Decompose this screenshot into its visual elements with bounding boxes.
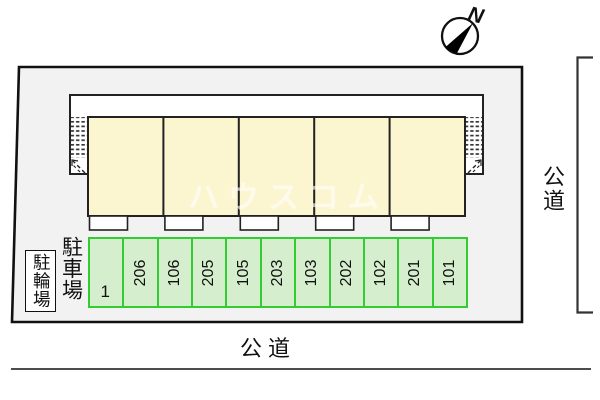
parking-space: 101: [431, 237, 468, 308]
parking-lot-label: 駐車場: [59, 236, 83, 301]
parking-space: 106: [156, 237, 194, 308]
road-line-right: [576, 56, 593, 314]
road-label-right: 公道: [540, 165, 565, 213]
parking-space-number: 203: [268, 259, 286, 286]
parking-space-number: 102: [372, 259, 390, 286]
parking-space-number: 106: [165, 259, 183, 286]
bicycle-parking-label-box: 駐輪場: [25, 250, 56, 312]
road-label-bottom: 公道: [240, 336, 297, 361]
compass-needle: [445, 23, 473, 54]
bicycle-parking-label: 駐輪場: [31, 253, 52, 309]
entrance-porches: [88, 215, 430, 231]
parking-space-number: 206: [131, 259, 149, 286]
parking-space: 203: [259, 237, 297, 308]
building-units: [87, 116, 466, 217]
parking-space: 103: [294, 237, 331, 308]
parking-space: 1: [88, 237, 125, 308]
parking-space: 206: [122, 237, 159, 308]
parking-space-number: 205: [200, 259, 218, 286]
parking-space: 202: [328, 237, 365, 308]
parking-space-number: 201: [406, 259, 424, 286]
parking-space: 105: [225, 237, 262, 308]
parking-space: 102: [362, 237, 400, 308]
parking-space: 201: [397, 237, 434, 308]
parking-space-number: 202: [337, 259, 355, 286]
parking-space-number: 105: [234, 259, 252, 286]
parking-space: 205: [191, 237, 228, 308]
stairs-left: [71, 117, 88, 174]
parking-space-number: 1: [100, 282, 110, 301]
unit-dividers: [162, 117, 391, 216]
compass: [440, 16, 480, 56]
parking-space-number: 103: [303, 259, 321, 286]
parking-space-number: 101: [440, 259, 458, 286]
stairs-right: [465, 117, 482, 174]
parking-row: 1 206 106 205 105 203 103 202 102 201 101: [88, 237, 468, 308]
